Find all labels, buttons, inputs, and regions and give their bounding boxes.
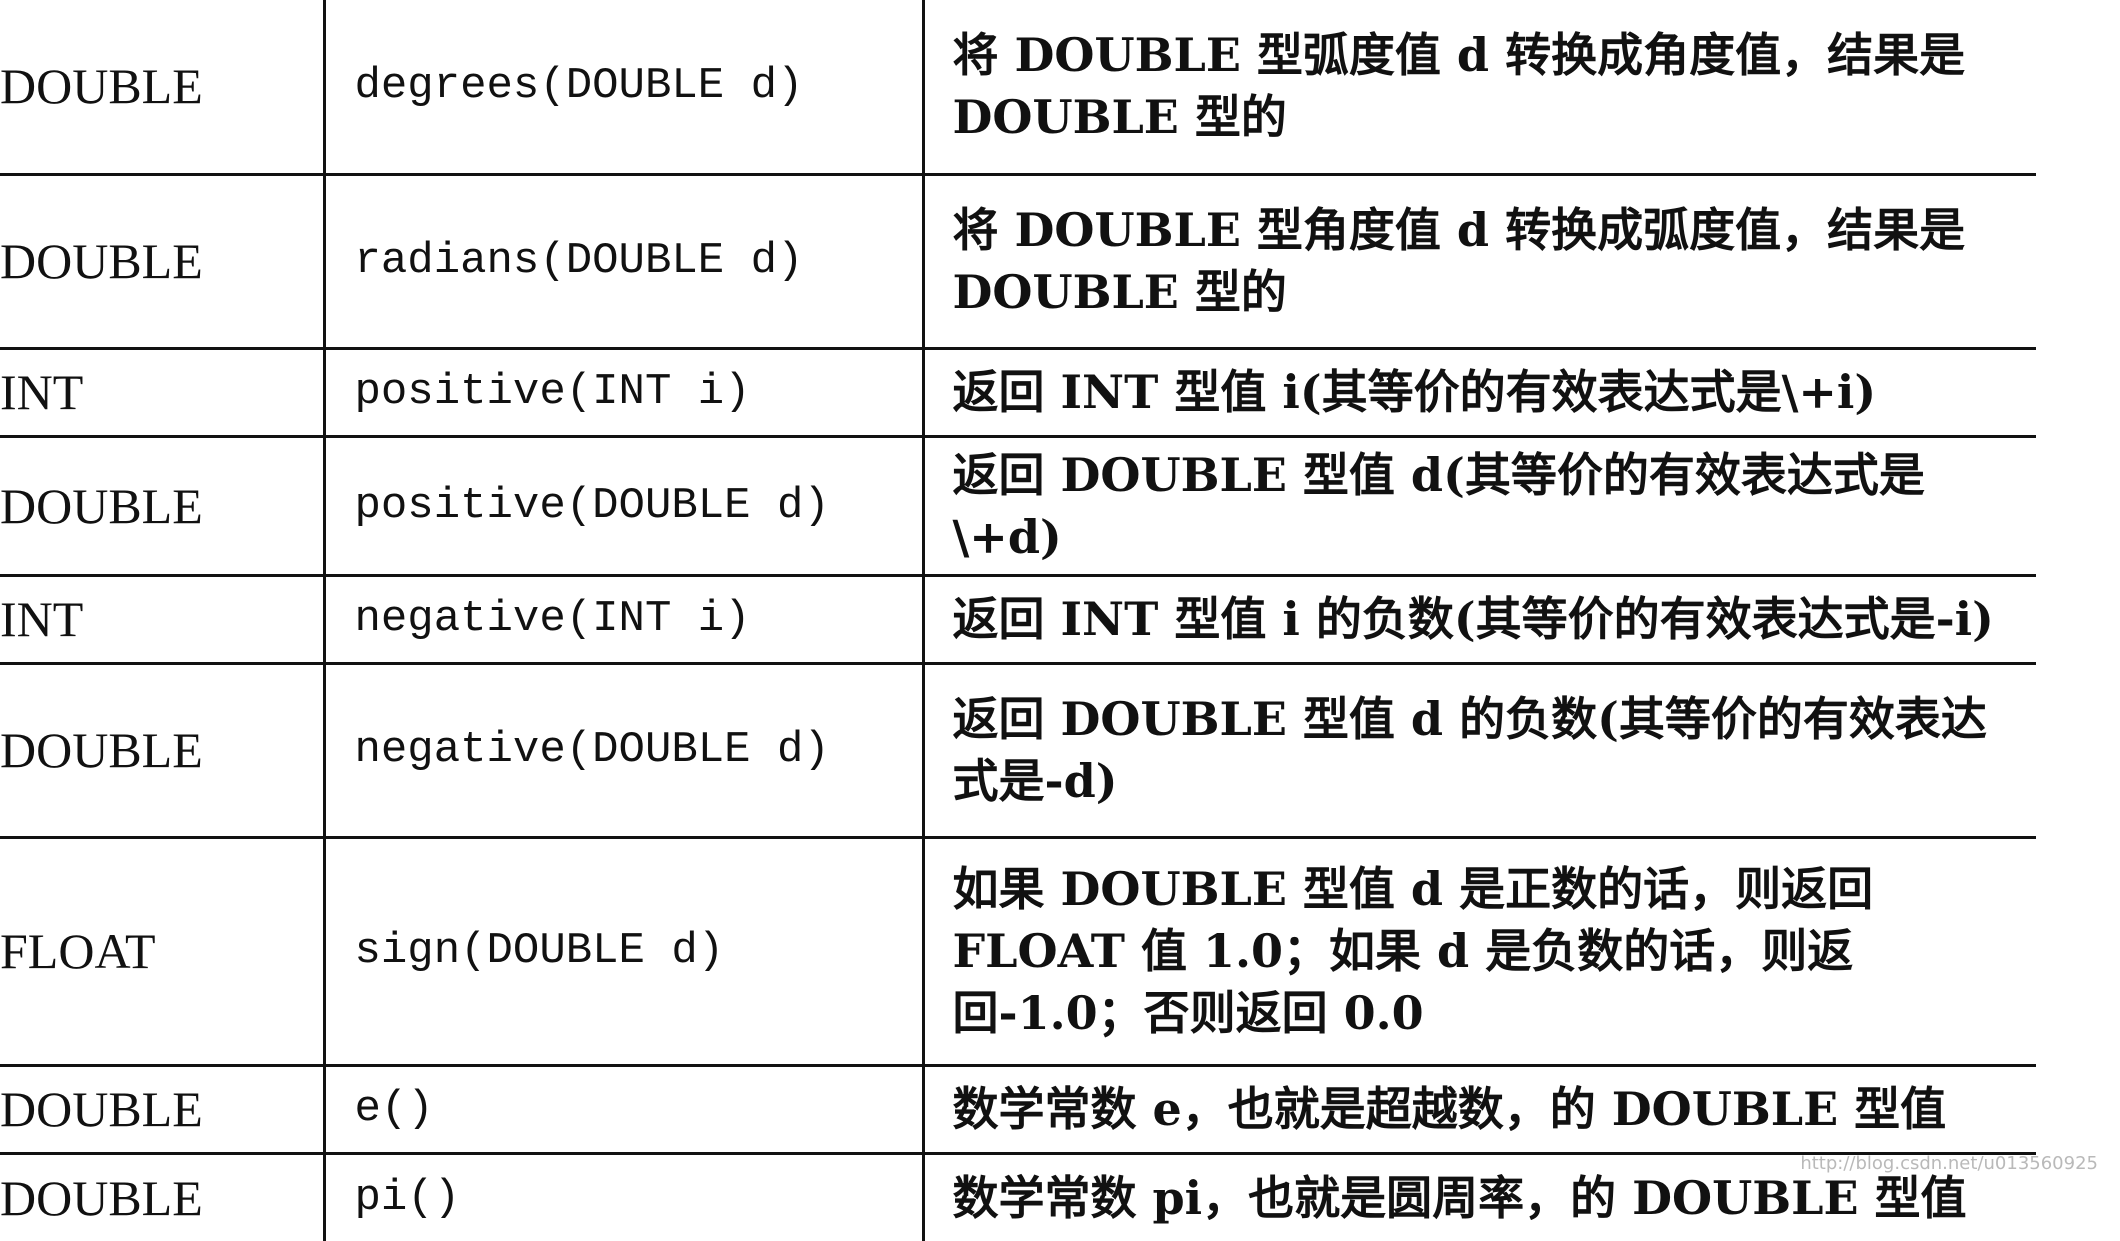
table-row: FLOAT sign(DOUBLE d) 如果 DOUBLE 型值 d 是正数的… <box>0 837 2036 1067</box>
table-row: DOUBLE pi() 数学常数 pi，也就是圆周率，的 DOUBLE 型值 <box>0 1153 2036 1241</box>
description-cell: 将 DOUBLE 型角度值 d 转换成弧度值，结果是 DOUBLE 型的 <box>952 203 1966 319</box>
return-type-cell: INT <box>0 348 324 438</box>
function-signature-cell: radians(DOUBLE d) <box>354 236 804 286</box>
function-signature-cell: negative(DOUBLE d) <box>354 725 830 775</box>
return-type-cell: DOUBLE <box>0 0 324 176</box>
return-type-cell: DOUBLE <box>0 663 324 839</box>
table-row: DOUBLE e() 数学常数 e，也就是超越数，的 DOUBLE 型值 <box>0 1065 2036 1155</box>
return-type-cell: FLOAT <box>0 837 324 1067</box>
description-cell: 返回 DOUBLE 型值 d(其等价的有效表达式是\+d) <box>952 447 1925 564</box>
return-type-cell: DOUBLE <box>0 1065 324 1155</box>
description-cell: 如果 DOUBLE 型值 d 是正数的话，则返回 FLOAT 值 1.0；如果 … <box>952 862 1874 1040</box>
return-type-cell: INT <box>0 575 324 665</box>
function-signature-cell: positive(INT i) <box>354 367 751 417</box>
return-type-cell: DOUBLE <box>0 174 324 350</box>
function-signature-cell: sign(DOUBLE d) <box>354 926 725 976</box>
table-row: DOUBLE positive(DOUBLE d) 返回 DOUBLE 型值 d… <box>0 436 2036 577</box>
description-cell: 返回 INT 型值 i 的负数(其等价的有效表达式是-i) <box>952 592 1994 646</box>
function-signature-cell: positive(DOUBLE d) <box>354 480 830 531</box>
description-cell: 返回 INT 型值 i(其等价的有效表达式是\+i) <box>952 365 1877 419</box>
math-functions-table: DOUBLE degrees(DOUBLE d) 将 DOUBLE 型弧度值 d… <box>0 0 2036 1241</box>
table-row: DOUBLE degrees(DOUBLE d) 将 DOUBLE 型弧度值 d… <box>0 0 2036 176</box>
table-row: INT negative(INT i) 返回 INT 型值 i 的负数(其等价的… <box>0 575 2036 665</box>
table-row: INT positive(INT i) 返回 INT 型值 i(其等价的有效表达… <box>0 348 2036 438</box>
description-cell: 将 DOUBLE 型弧度值 d 转换成角度值，结果是 DOUBLE 型的 <box>952 28 1966 145</box>
return-type-cell: DOUBLE <box>0 436 324 577</box>
table-row: DOUBLE radians(DOUBLE d) 将 DOUBLE 型角度值 d… <box>0 174 2036 350</box>
function-signature-cell: degrees(DOUBLE d) <box>354 61 804 112</box>
description-cell: 返回 DOUBLE 型值 d 的负数(其等价的有效表达式是-d) <box>952 692 1987 808</box>
watermark: http://blog.csdn.net/u013560925 <box>1800 1153 2098 1174</box>
function-signature-cell: pi() <box>354 1172 461 1223</box>
description-cell: 数学常数 e，也就是超越数，的 DOUBLE 型值 <box>952 1082 1947 1136</box>
return-type-cell: DOUBLE <box>0 1169 203 1226</box>
function-signature-cell: e() <box>354 1084 434 1134</box>
function-signature-cell: negative(INT i) <box>354 594 751 644</box>
table-row: DOUBLE negative(DOUBLE d) 返回 DOUBLE 型值 d… <box>0 663 2036 839</box>
